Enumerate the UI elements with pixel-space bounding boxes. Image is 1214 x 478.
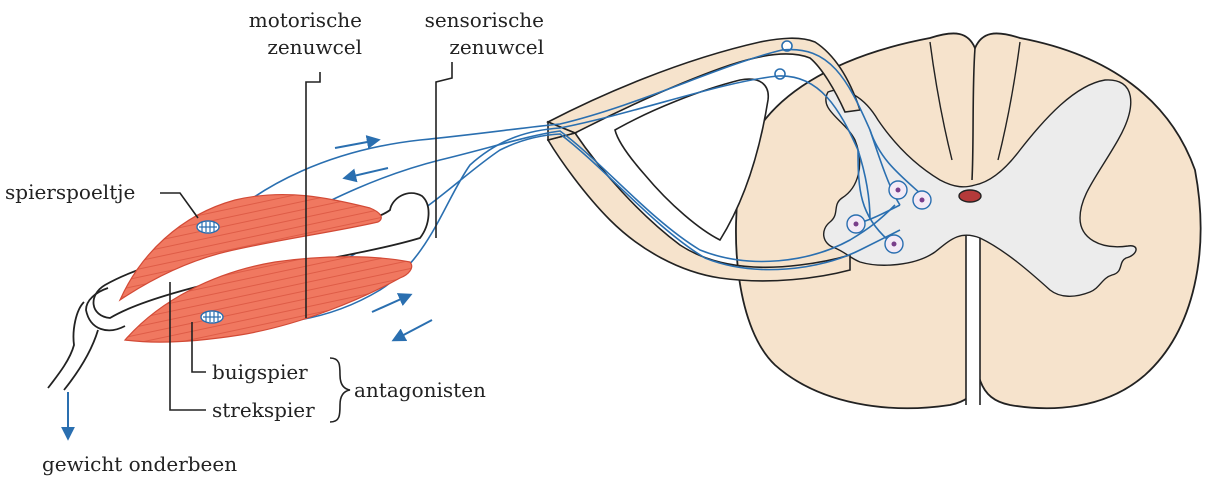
muscle-spindle (201, 311, 223, 323)
neuron-cell (913, 191, 931, 209)
label-motor-neuron-line2: zenuwcel (267, 35, 362, 59)
label-antagonists: antagonisten (354, 378, 486, 402)
label-muscle-spindle: spierspoeltje (5, 180, 135, 204)
lower-leg (48, 302, 98, 390)
label-sensory-neuron-line2: zenuwcel (449, 35, 544, 59)
arrow-motor-out (345, 168, 388, 178)
arrow-sensory-in (335, 140, 378, 148)
anterior-median-fissure (966, 221, 980, 405)
muscles (120, 195, 412, 343)
central-canal (959, 190, 981, 202)
brace-antagonists (330, 358, 350, 422)
label-flexor: buigspier (212, 360, 308, 384)
leader-spindle (160, 193, 198, 218)
label-motor-neuron-line1: motorische (249, 8, 362, 32)
spinal-cord-cross-section (736, 33, 1201, 408)
arrow-sensory-in (372, 295, 410, 312)
label-lower-leg-weight: gewicht onderbeen (42, 452, 237, 476)
muscle-spindle (197, 221, 219, 233)
dorsal-root-ganglion-cell (775, 69, 785, 79)
label-extensor: strekspier (212, 398, 315, 422)
label-sensory-neuron-line1: sensorische (425, 8, 544, 32)
neuron-cell (889, 181, 907, 199)
neuron-cell (885, 235, 903, 253)
neuron-cell (847, 215, 865, 233)
arrow-motor-out (394, 320, 432, 340)
